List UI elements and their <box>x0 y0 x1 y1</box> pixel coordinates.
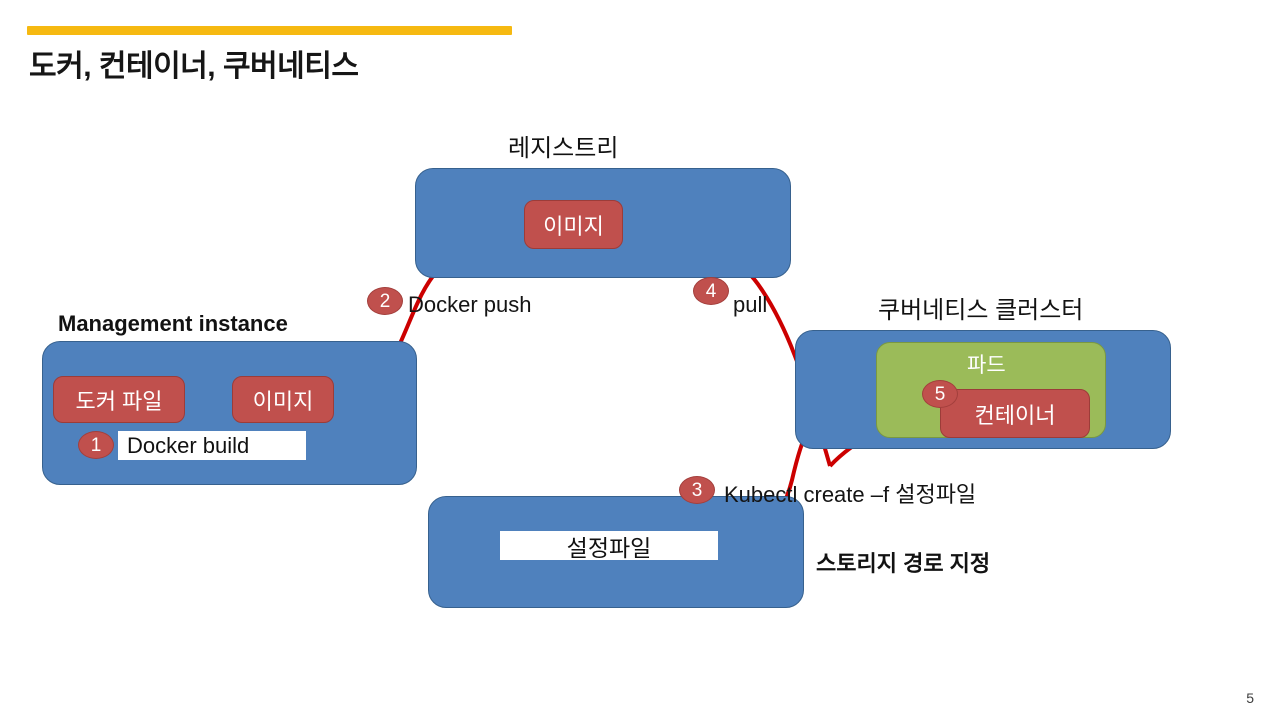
registry-title: 레지스트리 <box>508 135 619 162</box>
title-accent-rule <box>27 26 512 35</box>
step-badge-4: 4 <box>693 277 729 305</box>
slide-number: 5 <box>1246 690 1254 706</box>
management-image-box: 이미지 <box>232 376 334 423</box>
management-instance-box <box>42 341 417 485</box>
storage-path-note: 스토리지 경로 지정 <box>816 551 991 576</box>
container-box: 컨테이너 <box>940 389 1090 438</box>
page-title: 도커, 컨테이너, 쿠버네티스 <box>29 50 359 83</box>
step-badge-2: 2 <box>367 287 403 315</box>
pull-label: pull <box>733 292 768 317</box>
management-instance-title: Management instance <box>58 311 288 336</box>
docker-push-label: Docker push <box>408 292 532 317</box>
step-badge-1: 1 <box>78 431 114 459</box>
config-file-label: 설정파일 <box>500 531 718 561</box>
dockerfile-box: 도커 파일 <box>53 376 185 423</box>
kubernetes-cluster-title: 쿠버네티스 클러스터 <box>878 297 1084 324</box>
registry-image-box: 이미지 <box>524 200 623 249</box>
kubectl-create-label: Kubectl create –f 설정파일 <box>724 482 977 507</box>
step-badge-3: 3 <box>679 476 715 504</box>
pod-label: 파드 <box>967 354 1006 377</box>
docker-build-label: Docker build <box>118 431 306 460</box>
step-badge-5: 5 <box>922 380 958 408</box>
